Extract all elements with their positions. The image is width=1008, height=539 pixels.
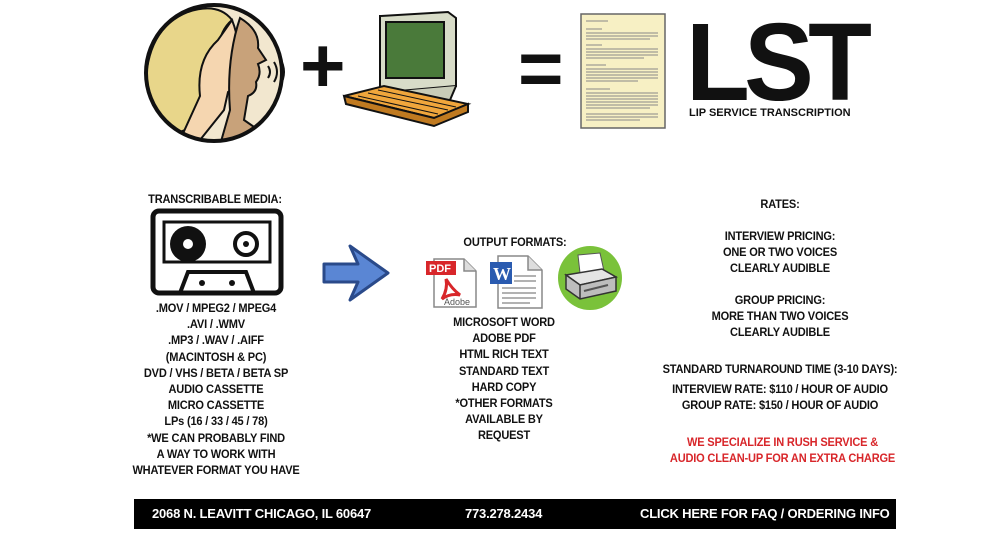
- media-format-line: WHATEVER FORMAT YOU HAVE: [132, 463, 300, 478]
- faq-ordering-link[interactable]: CLICK HERE FOR FAQ / ORDERING INFO: [640, 506, 890, 521]
- footer-bar: 2068 N. LEAVITT CHICAGO, IL 60647 773.27…: [134, 499, 896, 529]
- group-pricing-line: GROUP PRICING:: [734, 293, 826, 307]
- interview-pricing-line: CLEARLY AUDIBLE: [730, 261, 830, 276]
- media-format-line: MICRO CASSETTE: [167, 398, 265, 413]
- equals-symbol: =: [518, 24, 564, 112]
- group-pricing-line: MORE THAN TWO VOICES: [711, 309, 849, 324]
- printer-icon: [558, 246, 622, 310]
- media-format-line: .MP3 / .WAV / .AIFF: [168, 333, 264, 348]
- logo-text: LST: [686, 1, 872, 124]
- media-format-line: AUDIO CASSETTE: [168, 382, 264, 397]
- word-label: W: [493, 264, 511, 284]
- output-format-line: HARD COPY: [471, 379, 537, 394]
- media-heading: TRANSCRIBABLE MEDIA:: [148, 192, 282, 206]
- turnaround-line: GROUP RATE: $150 / HOUR OF AUDIO: [681, 398, 879, 413]
- group-pricing-line: CLEARLY AUDIBLE: [730, 325, 830, 340]
- special-service-line: WE SPECIALIZE IN RUSH SERVICE &: [686, 435, 878, 449]
- media-format-line: DVD / VHS / BETA / BETA SP: [143, 365, 289, 380]
- footer-phone: 773.278.2434: [465, 506, 543, 521]
- computer-icon: [342, 10, 472, 128]
- interview-pricing-line: INTERVIEW PRICING:: [724, 229, 836, 243]
- output-format-line: ADOBE PDF: [472, 331, 536, 346]
- adobe-label: Adobe: [444, 297, 470, 307]
- media-format-line: .MOV / MPEG2 / MPEG4: [155, 301, 277, 315]
- logo-subtitle: LIP SERVICE TRANSCRIPTION: [689, 107, 851, 119]
- output-format-line: STANDARD TEXT: [458, 363, 550, 378]
- media-format-line: (MACINTOSH & PC): [165, 349, 267, 364]
- interview-pricing-line: ONE OR TWO VOICES: [722, 245, 838, 260]
- media-format-line: *WE CAN PROBABLY FIND: [147, 430, 285, 445]
- media-format-line: A WAY TO WORK WITH: [156, 446, 276, 461]
- output-format-line: AVAILABLE BY: [465, 412, 543, 427]
- footer-address: 2068 N. LEAVITT CHICAGO, IL 60647: [152, 506, 372, 521]
- media-format-line: .AVI / .WMV: [187, 317, 245, 332]
- pdf-icon: PDF Adobe: [426, 258, 477, 308]
- media-format-line: LPs (16 / 33 / 45 / 78): [164, 414, 268, 429]
- turnaround-line: INTERVIEW RATE: $110 / HOUR OF AUDIO: [672, 382, 888, 397]
- document-icon: [580, 13, 666, 129]
- output-heading: OUTPUT FORMATS:: [463, 235, 567, 249]
- turnaround-rates: STANDARD TURNAROUND TIME (3-10 DAYS): INT…: [651, 361, 909, 414]
- cassette-icon: [150, 208, 284, 296]
- word-doc-icon: W: [490, 255, 543, 309]
- plus-symbol: +: [300, 21, 346, 109]
- output-format-line: MICROSOFT WORD: [453, 315, 555, 329]
- speaking-heads-icon: [144, 3, 285, 143]
- output-format-line: HTML RICH TEXT: [459, 347, 549, 362]
- special-services: WE SPECIALIZE IN RUSH SERVICE & AUDIO CLE…: [661, 434, 905, 466]
- turnaround-line: STANDARD TURNAROUND TIME (3-10 DAYS):: [662, 362, 898, 376]
- media-format-list: .MOV / MPEG2 / MPEG4 .AVI / .WMV.MP3 / .W…: [120, 300, 311, 478]
- output-format-line: *OTHER FORMATS: [455, 396, 553, 411]
- pdf-label: PDF: [429, 263, 451, 275]
- arrow-right-icon: [322, 244, 390, 302]
- rates-heading: RATES:: [760, 197, 800, 211]
- special-service-line: AUDIO CLEAN-UP FOR AN EXTRA CHARGE: [669, 451, 896, 466]
- output-format-line: REQUEST: [477, 428, 531, 443]
